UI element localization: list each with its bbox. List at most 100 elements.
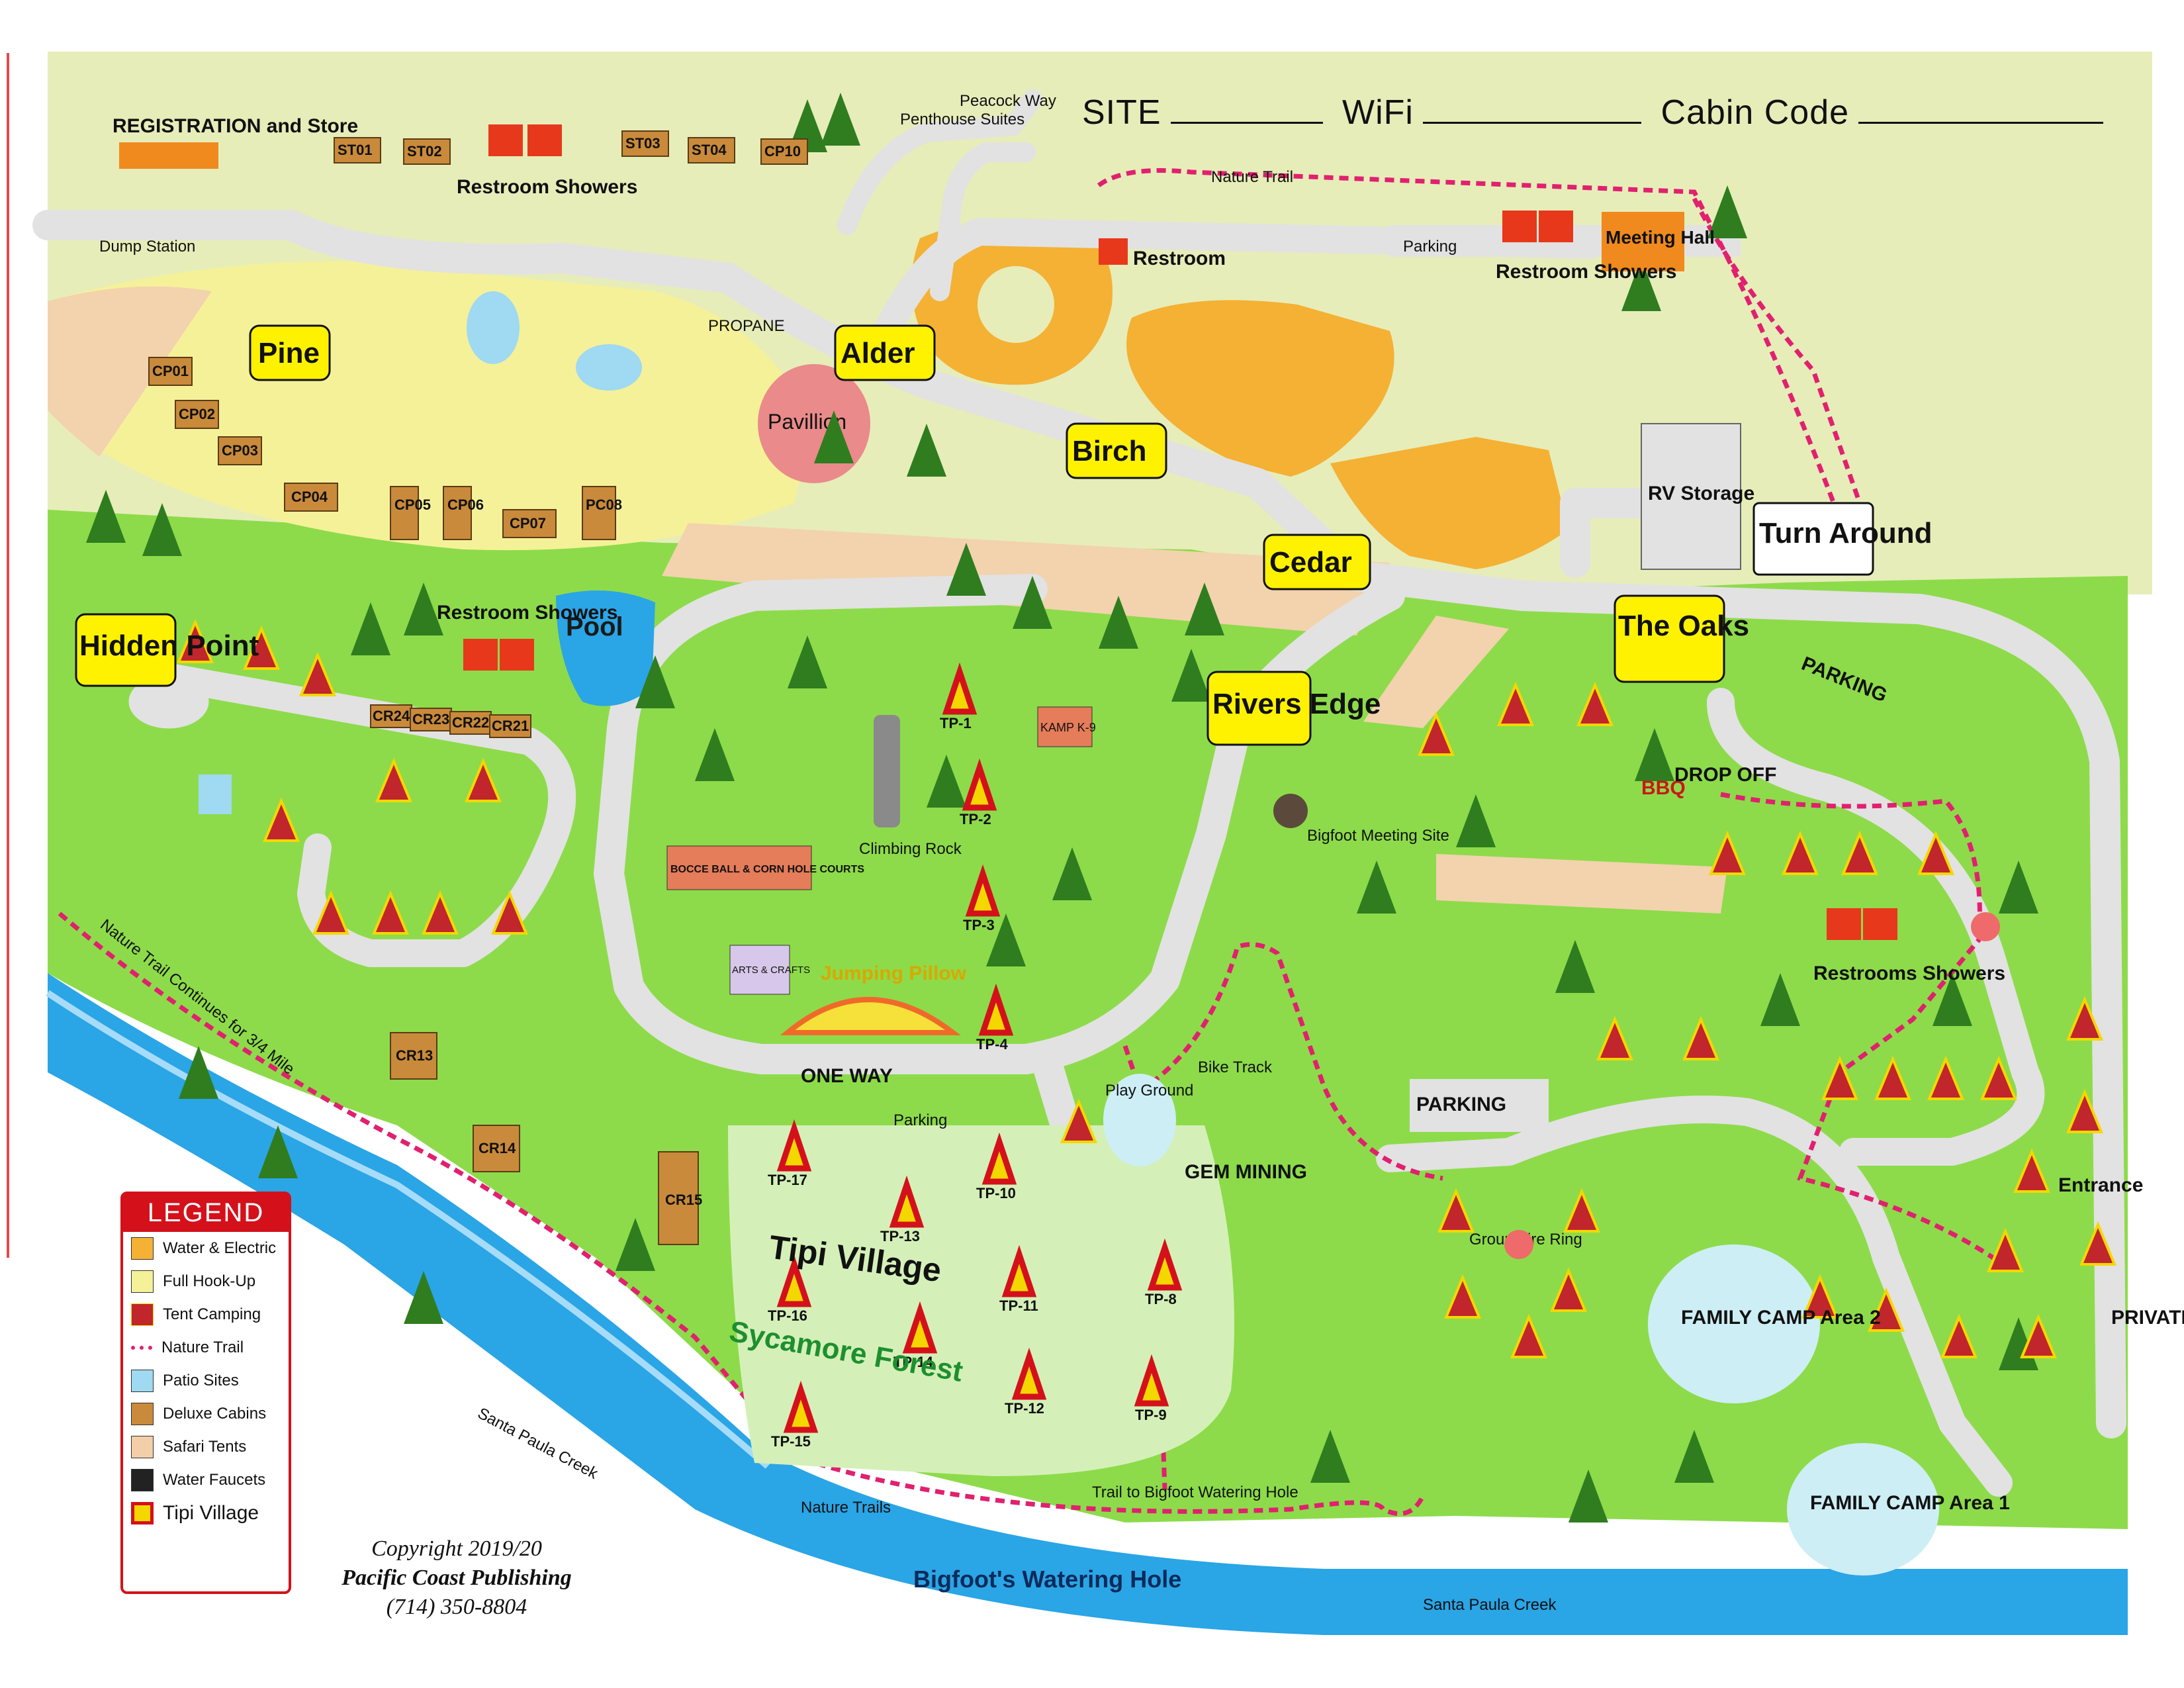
fire-ring-right [1971, 912, 2000, 941]
area-the-oaks[interactable]: The Oaks [1618, 610, 1749, 642]
svg-text:TP-1: TP-1 [940, 715, 972, 731]
dump-station-label: Dump Station [99, 238, 195, 256]
jumping-pillow-label: Jumping Pillow [821, 962, 967, 984]
legend-item: Patio Sites [123, 1364, 289, 1397]
site-header: SITE WiFi Cabin Code [1082, 93, 2104, 132]
restroom-icons [463, 124, 1897, 940]
legend: LEGEND Water & Electric Full Hook-Up Ten… [120, 1192, 291, 1594]
rv-storage-lot [1641, 423, 1741, 570]
safari-strip-pine [48, 286, 212, 457]
area-birch[interactable]: Birch [1072, 435, 1146, 467]
climbing-rock-label: Climbing Rock [859, 840, 962, 858]
peacock-way-label: Peacock Way [960, 92, 1056, 110]
meeting-hall [1602, 212, 1684, 271]
svg-text:TP-12: TP-12 [1005, 1400, 1044, 1417]
pool [556, 590, 655, 706]
svg-text:CP10: CP10 [764, 143, 801, 160]
arts-crafts-label: ARTS & CRAFTS [732, 964, 810, 976]
area-alder[interactable]: Alder [841, 337, 915, 369]
propane-label: PROPANE [708, 317, 785, 335]
legend-item: Deluxe Cabins [123, 1397, 289, 1430]
tent-icon [131, 1303, 154, 1326]
one-way-label: ONE WAY [801, 1065, 893, 1087]
registration-label[interactable]: REGISTRATION and Store [113, 115, 358, 137]
santa-paula-label-bottom: Santa Paula Creek [1423, 1596, 1557, 1614]
nature-trail-label-top: Nature Trail [1211, 168, 1293, 186]
legend-swatch [131, 1237, 154, 1260]
svg-text:CR23: CR23 [412, 711, 449, 727]
cabin-code-label: Cabin Code [1661, 93, 1850, 132]
svg-text:CP03: CP03 [222, 442, 258, 459]
playground [1103, 1074, 1176, 1166]
bocce-courts [666, 845, 812, 890]
safari-strip-oaks [1363, 616, 1509, 728]
patio-sites [199, 291, 642, 814]
legend-item: Tipi Village [123, 1497, 289, 1530]
deluxe-cabins [148, 130, 808, 1245]
phone-line: (714) 350-8804 [386, 1595, 527, 1619]
copyright: Copyright 2019/20 Pacific Coast Publishi… [311, 1534, 602, 1622]
svg-text:CP07: CP07 [510, 515, 546, 532]
site-label: SITE [1082, 93, 1161, 132]
bocce-label: BOCCE BALL & CORN HOLE COURTS [670, 864, 864, 875]
registration-building [119, 142, 218, 169]
family-camp-1 [1787, 1443, 1939, 1575]
legend-item: Full Hook-Up [123, 1265, 289, 1298]
svg-text:CP06: CP06 [447, 496, 484, 513]
drop-off-label: DROP OFF [1674, 764, 1776, 786]
legend-item: Safari Tents [123, 1430, 289, 1464]
area-tags [75, 324, 1874, 746]
area-pine[interactable]: Pine [258, 337, 320, 369]
legend-item: Water Faucets [123, 1464, 289, 1497]
svg-text:TP-10: TP-10 [976, 1185, 1016, 1201]
bbq-label: BBQ [1641, 777, 1686, 799]
svg-text:ST02: ST02 [407, 143, 442, 160]
family-camp-2-label: FAMILY CAMP Area 2 [1681, 1307, 1881, 1329]
legend-swatch [131, 1370, 154, 1392]
svg-text:TP-2: TP-2 [960, 811, 991, 827]
svg-text:CR21: CR21 [492, 718, 529, 734]
birch-sites [1126, 300, 1394, 477]
tipi-village-area [728, 1125, 1234, 1476]
legend-swatch [131, 1403, 154, 1425]
entrance-label[interactable]: Entrance [2058, 1174, 2143, 1196]
svg-text:TP-4: TP-4 [976, 1036, 1008, 1053]
svg-text:CP04: CP04 [291, 489, 328, 505]
trail-bigfoot-label: Trail to Bigfoot Watering Hole [1092, 1483, 1298, 1501]
publisher-line: Pacific Coast Publishing [341, 1566, 572, 1590]
gem-mining-label: GEM MINING [1185, 1161, 1307, 1183]
jumping-pillow [780, 997, 961, 1035]
legend-title: LEGEND [123, 1194, 289, 1232]
svg-text:CR22: CR22 [452, 714, 489, 731]
parking-label-upper: Parking [1403, 238, 1457, 256]
restroom-showers-label-left: Restroom Showers [437, 602, 617, 624]
restrooms-showers-label-oaks: Restrooms Showers [1813, 962, 2005, 984]
svg-text:CR24: CR24 [373, 708, 410, 724]
svg-text:TP-13: TP-13 [880, 1228, 920, 1244]
legend-swatch [131, 1270, 154, 1293]
area-hidden-point[interactable]: Hidden Point [79, 630, 259, 662]
svg-text:TP-11: TP-11 [999, 1297, 1038, 1314]
parking-label-gem: PARKING [1416, 1094, 1506, 1115]
parking-label-tipi: Parking [893, 1111, 947, 1129]
svg-text:CR14: CR14 [478, 1140, 516, 1156]
area-rivers-edge[interactable]: Rivers Edge [1212, 688, 1381, 720]
watering-hole-label[interactable]: Bigfoot's Watering Hole [913, 1566, 1181, 1593]
cedar-sites [1330, 437, 1569, 569]
svg-text:TP-9: TP-9 [1135, 1407, 1167, 1423]
tipi-icon [131, 1502, 154, 1524]
climbing-rock [874, 715, 900, 827]
family-camp-1-label: FAMILY CAMP Area 1 [1810, 1492, 2010, 1514]
tipis [776, 662, 1183, 1433]
svg-text:CP05: CP05 [394, 496, 431, 513]
restroom-label-alder: Restroom [1133, 248, 1226, 269]
svg-text:CR13: CR13 [396, 1047, 433, 1064]
nature-trails-label-bottom: Nature Trails [801, 1499, 891, 1517]
svg-text:TP-17: TP-17 [768, 1172, 807, 1188]
svg-text:ST04: ST04 [692, 142, 727, 158]
svg-text:TP-15: TP-15 [771, 1433, 811, 1450]
tents [177, 618, 2116, 1358]
area-cedar[interactable]: Cedar [1269, 546, 1352, 579]
